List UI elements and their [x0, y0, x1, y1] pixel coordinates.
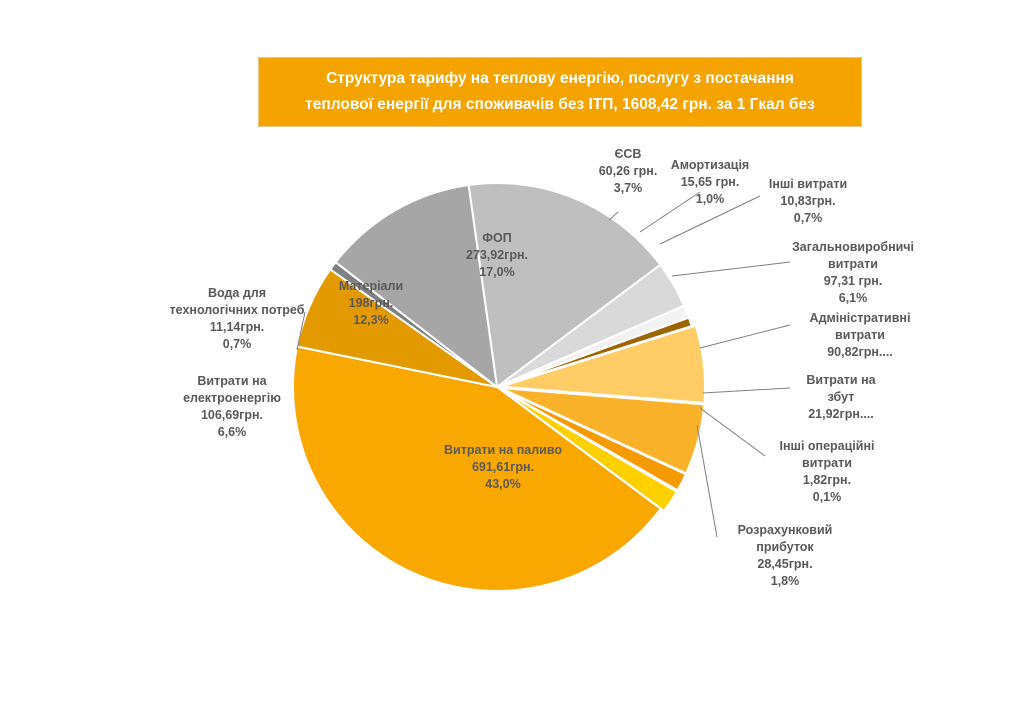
data-label-other-line-1: Інші витрати — [769, 177, 847, 191]
data-label-profit-line-4: 1,8% — [771, 574, 800, 588]
pie-slice-fop — [467, 182, 662, 389]
data-label-otherops-line-1: Інші операційні — [780, 439, 875, 453]
data-label-sales-line-1: Витрати на — [806, 373, 876, 387]
pie-slice-profit — [499, 388, 679, 513]
data-label-water-line-1: Вода для — [208, 286, 266, 300]
data-label-esv-line-3: 3,7% — [614, 181, 643, 195]
data-label-fuel-line-1: Витрати на паливо — [444, 443, 562, 457]
data-label-materials: Матеріали 198грн. 12,3% — [339, 279, 403, 327]
data-label-esv-line-2: 60,26 грн. — [599, 164, 658, 178]
data-label-esv: ЄСВ 60,26 грн. 3,7% — [599, 147, 658, 195]
data-label-otherops-line-4: 0,1% — [813, 490, 842, 504]
data-label-water-line-3: 11,14грн. — [210, 320, 264, 334]
data-label-electric-line-4: 6,6% — [218, 425, 247, 439]
leader-line-water — [296, 311, 306, 351]
data-label-otherops-line-2: витрати — [802, 456, 852, 470]
data-label-profit-line-2: прибуток — [756, 540, 814, 554]
data-label-fuel: Витрати на паливо 691,61грн. 43,0% — [444, 443, 562, 491]
data-label-other-line-2: 10,83грн. — [780, 194, 835, 208]
chart-title: Структура тарифу на теплову енергію, пос… — [258, 57, 862, 127]
data-label-materials-line-3: 12,3% — [353, 313, 388, 327]
data-label-electric-line-3: 106,69грн. — [201, 408, 263, 422]
data-label-fuel-line-2: 691,61грн. — [472, 460, 534, 474]
data-label-admin: Адміністративні витрати 90,82грн.... — [810, 311, 911, 359]
pie-slice-general — [500, 324, 706, 404]
data-label-water: Вода для технологічних потреб 11,14грн. 0,7… — [170, 286, 305, 351]
data-label-water-line-2: технологічних потреб — [170, 303, 305, 317]
leader-line-amort — [639, 191, 701, 233]
pie-slices — [292, 182, 706, 592]
data-label-electric: Витрати на електроенергію 106,69грн. 6,6% — [183, 374, 281, 439]
pie-slice-materials — [334, 183, 499, 390]
data-label-amort-line-1: Амортизація — [671, 158, 749, 172]
data-label-admin-line-1: Адміністративні — [810, 311, 911, 325]
data-label-materials-line-1: Матеріали — [339, 279, 403, 293]
leader-line-general — [671, 261, 791, 277]
data-label-other: Інші витрати 10,83грн. 0,7% — [769, 177, 847, 225]
data-label-sales-line-2: збут — [828, 390, 855, 404]
leader-line-admin — [699, 324, 791, 349]
chart-title-line-2: теплової енергії для споживачів без ІТП,… — [305, 96, 815, 113]
data-label-fop-line-2: 273,92грн. — [466, 248, 528, 262]
data-label-profit-line-1: Розрахунковий — [738, 523, 833, 537]
data-label-amort-line-3: 1,0% — [696, 192, 725, 206]
data-label-water-line-4: 0,7% — [223, 337, 252, 351]
data-label-fop-line-3: 17,0% — [479, 265, 514, 279]
leader-line-profit — [696, 424, 718, 538]
leader-line-esv — [608, 211, 619, 221]
data-label-fop: ФОП 273,92грн. 17,0% — [466, 231, 528, 279]
chart-title-line-1: Структура тарифу на теплову енергію, пос… — [326, 70, 794, 87]
data-label-materials-line-2: 198грн. — [349, 296, 394, 310]
data-label-sales-line-3: 21,92грн.... — [808, 407, 874, 421]
data-label-otherops-line-3: 1,82грн. — [803, 473, 851, 487]
data-label-fop-line-1: ФОП — [482, 231, 511, 245]
leader-line-otherops — [699, 407, 766, 457]
data-label-sales: Витрати на збут 21,92грн.... — [806, 373, 876, 421]
data-label-general-line-4: 6,1% — [839, 291, 868, 305]
pie-slice-fuel — [292, 345, 663, 592]
data-label-otherops: Інші операційні витрати 1,82грн. 0,1% — [780, 439, 875, 504]
data-label-amort-line-2: 15,65 грн. — [681, 175, 740, 189]
data-label-admin-line-3: 90,82грн.... — [827, 345, 893, 359]
data-label-profit: Розрахунковий прибуток 28,45грн. 1,8% — [738, 523, 833, 588]
data-label-admin-line-2: витрати — [835, 328, 885, 342]
data-label-general: Загальновиробничі витрати 97,31 грн. 6,1% — [792, 240, 914, 305]
data-label-general-line-2: витрати — [828, 257, 878, 271]
data-label-general-line-3: 97,31 грн. — [824, 274, 883, 288]
data-label-electric-line-2: електроенергію — [183, 391, 281, 405]
data-label-general-line-1: Загальновиробничі — [792, 240, 914, 254]
data-label-electric-line-1: Витрати на — [197, 374, 267, 388]
leader-line-other — [659, 195, 761, 245]
data-label-profit-line-3: 28,45грн. — [757, 557, 812, 571]
data-label-other-line-3: 0,7% — [794, 211, 823, 225]
leader-line-sales — [702, 387, 791, 394]
data-label-fuel-line-3: 43,0% — [485, 477, 520, 491]
data-label-esv-line-1: ЄСВ — [615, 147, 642, 161]
data-label-amort: Амортизація 15,65 грн. 1,0% — [671, 158, 749, 206]
